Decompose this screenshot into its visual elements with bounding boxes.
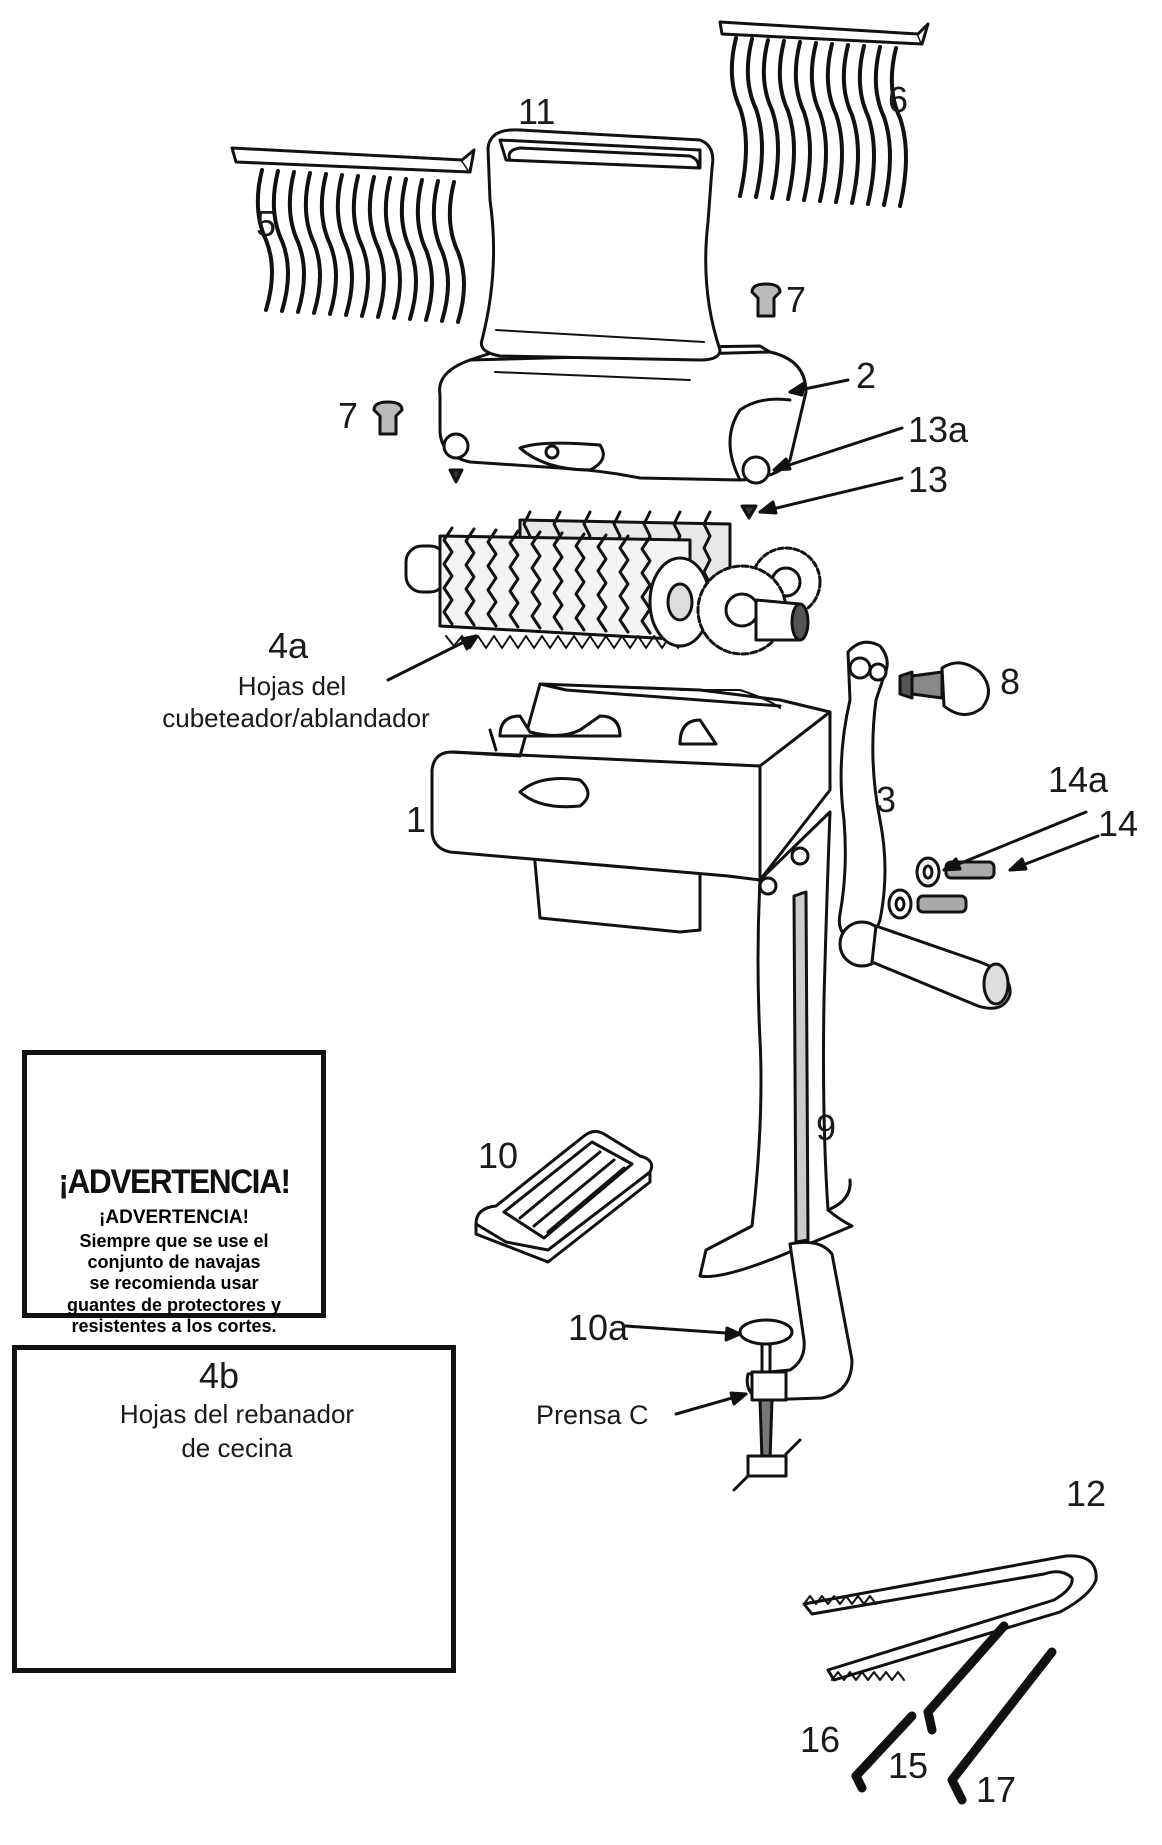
label-15: 15 xyxy=(888,1745,929,1786)
warning-title: ¡ADVERTENCIA! xyxy=(58,1163,291,1201)
label-4a: 4a xyxy=(268,625,309,666)
label-10a: 10a xyxy=(568,1307,629,1348)
label-16: 16 xyxy=(800,1719,841,1760)
screw-7-left xyxy=(372,400,404,436)
crank-knob-8 xyxy=(898,661,990,716)
ring-13a xyxy=(741,455,771,485)
label-3: 3 xyxy=(876,779,897,820)
label-6: 6 xyxy=(888,79,909,120)
warning-line-3: se recomienda usar xyxy=(89,1273,259,1294)
crank-handle-3 xyxy=(837,640,1012,1010)
warning-line-2: conjunto de navajas xyxy=(87,1252,261,1273)
screw-13 xyxy=(740,504,758,520)
warning-subtitle: ¡ADVERTENCIA! xyxy=(99,1207,249,1228)
pad-10a xyxy=(738,1318,794,1346)
warning-text: Siempre que se use el conjunto de navaja… xyxy=(31,1231,317,1337)
label-9: 9 xyxy=(816,1107,837,1148)
base-housing-1 xyxy=(430,682,832,934)
tongs-12 xyxy=(802,1554,1098,1682)
warning-line-4: guantes de protectores y xyxy=(66,1294,282,1315)
label-13a: 13a xyxy=(908,409,969,450)
inset-4b-caption-2: de cecina xyxy=(181,1433,293,1463)
screw-7-right xyxy=(750,282,782,318)
label-7-right: 7 xyxy=(786,279,807,320)
label-17: 17 xyxy=(976,1769,1017,1810)
blade-comb-6 xyxy=(718,20,930,208)
cuber-blades-4a xyxy=(404,510,822,656)
inset-4b-box: 4b Hojas del rebanador de cecina xyxy=(12,1345,456,1673)
washers-bolts-14 xyxy=(887,856,996,920)
label-5: 5 xyxy=(256,203,277,244)
warning-line-1: Siempre que se use el xyxy=(79,1231,269,1251)
label-14: 14 xyxy=(1098,803,1139,844)
caption-4a-line-2: cubeteador/ablandador xyxy=(162,703,430,733)
tray-10 xyxy=(474,1129,654,1264)
ring-left xyxy=(442,432,470,460)
feed-chute-11 xyxy=(479,128,722,362)
label-14a: 14a xyxy=(1048,759,1109,800)
warning-line-5: resistentes a los cortes. xyxy=(71,1315,277,1336)
caption-4a-line-1: Hojas del xyxy=(237,671,347,701)
label-11: 11 xyxy=(518,91,556,132)
top-housing-2 xyxy=(438,344,808,482)
hex-keys-15-16-17 xyxy=(851,1621,1057,1805)
inset-4b-caption-1: Hojas del rebanador xyxy=(119,1399,355,1429)
c-clamp xyxy=(732,1240,854,1492)
label-10: 10 xyxy=(478,1135,519,1176)
label-8: 8 xyxy=(1000,661,1021,702)
screw-13-left xyxy=(448,468,464,484)
stand-leg-9 xyxy=(698,810,854,1279)
label-2: 2 xyxy=(856,355,877,396)
warning-box: ¡ADVERTENCIA! ¡ADVERTENCIA! Siempre que … xyxy=(22,1050,326,1336)
label-7-left: 7 xyxy=(338,395,359,436)
label-12: 12 xyxy=(1066,1473,1107,1514)
label-c-clamp: Prensa C xyxy=(536,1400,649,1430)
label-1: 1 xyxy=(406,799,427,840)
blade-comb-5 xyxy=(230,146,476,324)
inset-4b-number: 4b xyxy=(199,1355,240,1396)
label-13: 13 xyxy=(908,459,949,500)
leader-arrows xyxy=(386,378,1100,1416)
